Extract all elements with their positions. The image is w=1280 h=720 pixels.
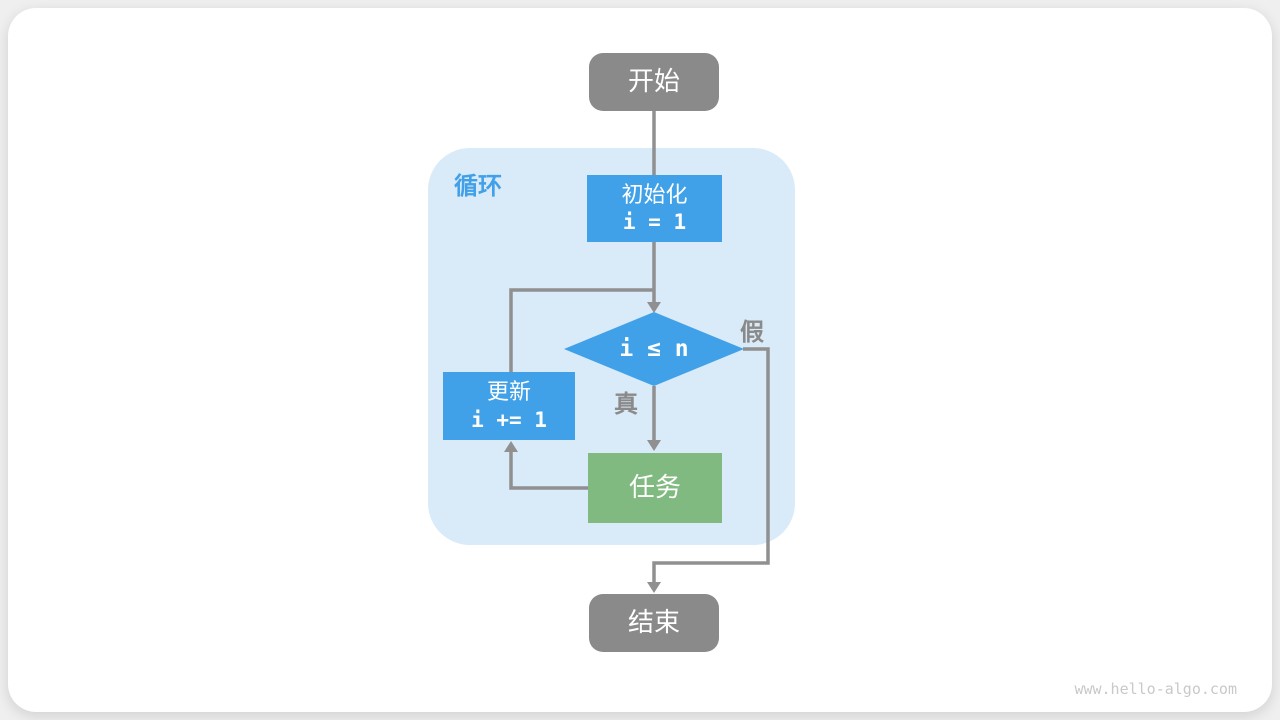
init-node-title: 初始化 bbox=[621, 181, 688, 207]
connector-update-loopback bbox=[509, 288, 654, 373]
connector-task-to-update bbox=[509, 452, 589, 490]
connector-false-to-end bbox=[652, 347, 770, 583]
init-node: 初始化 i = 1 bbox=[587, 175, 722, 242]
update-node: 更新 i += 1 bbox=[443, 372, 575, 440]
arrowhead-into-task bbox=[647, 440, 661, 451]
branch-false-label: 假 bbox=[740, 319, 764, 346]
task-node: 任务 bbox=[588, 453, 722, 523]
condition-label: i ≤ n bbox=[619, 336, 689, 362]
arrowhead-into-condition bbox=[647, 302, 661, 313]
start-node-label: 开始 bbox=[627, 66, 680, 97]
start-node: 开始 bbox=[589, 53, 719, 111]
update-node-code: i += 1 bbox=[471, 407, 547, 432]
arrowhead-into-update bbox=[504, 441, 518, 452]
loop-container-label: 循环 bbox=[454, 173, 502, 200]
end-node: 结束 bbox=[589, 594, 719, 652]
end-node-label: 结束 bbox=[627, 607, 680, 638]
watermark: www.hello-algo.com bbox=[1074, 680, 1237, 698]
init-node-code: i = 1 bbox=[622, 210, 687, 235]
branch-true-label: 真 bbox=[614, 391, 638, 418]
update-node-title: 更新 bbox=[486, 379, 531, 405]
arrowhead-into-end bbox=[647, 582, 661, 593]
task-node-label: 任务 bbox=[628, 472, 681, 503]
